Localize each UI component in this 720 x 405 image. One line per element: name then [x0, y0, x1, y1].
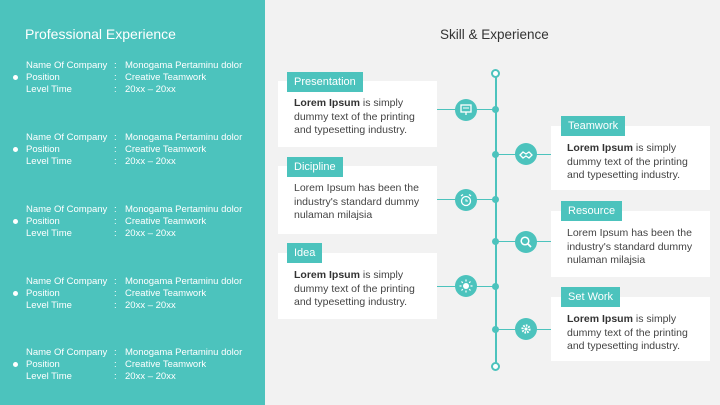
timeline-dot: [492, 106, 499, 113]
experience-entry: Name Of Company: Monogama Pertaminu dolor…: [13, 132, 263, 168]
separator: :: [114, 72, 117, 83]
company-label: Name Of Company: [26, 60, 108, 71]
separator: :: [114, 204, 117, 215]
company-label: Name Of Company: [26, 276, 108, 287]
bullet-icon: [13, 75, 18, 80]
company-value: Monogama Pertaminu dolor: [125, 204, 243, 215]
level-label: Level Time: [26, 84, 72, 95]
timeline-dot: [492, 238, 499, 245]
handshake-icon: [515, 143, 537, 165]
separator: :: [114, 228, 117, 239]
level-value: 20xx – 20xx: [125, 300, 176, 311]
tag-idea: Idea: [287, 243, 323, 263]
card-text: is simply dummy text of the printing and…: [294, 269, 415, 308]
bullet-icon: [13, 219, 18, 224]
timeline-line: [495, 74, 497, 366]
company-value: Monogama Pertaminu dolor: [125, 132, 243, 143]
company-label: Name Of Company: [26, 347, 108, 358]
level-label: Level Time: [26, 371, 72, 382]
position-label: Position: [26, 216, 60, 227]
level-value: 20xx – 20xx: [125, 371, 176, 382]
separator: :: [114, 132, 117, 143]
card-text: is simply dummy text of the printing and…: [294, 97, 415, 136]
position-value: Creative Teamwork: [125, 216, 207, 227]
panel-title: Professional Experience: [25, 26, 176, 42]
separator: :: [114, 156, 117, 167]
skill-card-resource: Lorem Ipsum has been the industry's stan…: [551, 211, 710, 277]
separator: :: [114, 371, 117, 382]
bullet-icon: [13, 362, 18, 367]
magnifier-icon: [515, 231, 537, 253]
company-value: Monogama Pertaminu dolor: [125, 60, 243, 71]
timeline-end-icon: [491, 362, 500, 371]
position-value: Creative Teamwork: [125, 359, 207, 370]
timeline-start-icon: [491, 69, 500, 78]
company-label: Name Of Company: [26, 132, 108, 143]
level-label: Level Time: [26, 300, 72, 311]
card-text: Lorem Ipsum has been the industry's stan…: [294, 182, 420, 221]
experience-entry: Name Of Company: Monogama Pertaminu dolor…: [13, 204, 263, 240]
tag-dicipline: Dicipline: [287, 157, 343, 177]
lightbulb-icon: [455, 275, 477, 297]
experience-entry: Name Of Company: Monogama Pertaminu dolor…: [13, 347, 263, 383]
bullet-icon: [13, 147, 18, 152]
position-value: Creative Teamwork: [125, 72, 207, 83]
position-label: Position: [26, 359, 60, 370]
experience-entry: Name Of Company: Monogama Pertaminu dolor…: [13, 276, 263, 312]
level-label: Level Time: [26, 228, 72, 239]
timeline-dot: [492, 196, 499, 203]
bullet-icon: [13, 291, 18, 296]
position-value: Creative Teamwork: [125, 144, 207, 155]
company-value: Monogama Pertaminu dolor: [125, 276, 243, 287]
skill-card-dicipline: Lorem Ipsum has been the industry's stan…: [278, 166, 437, 234]
separator: :: [114, 144, 117, 155]
card-bold-text: Lorem Ipsum: [567, 313, 633, 325]
tag-resource: Resource: [561, 201, 623, 221]
company-label: Name Of Company: [26, 204, 108, 215]
tag-set-work: Set Work: [561, 287, 621, 307]
separator: :: [114, 276, 117, 287]
separator: :: [114, 60, 117, 71]
separator: :: [114, 288, 117, 299]
card-bold-text: Lorem Ipsum: [294, 269, 360, 281]
timeline-dot: [492, 326, 499, 333]
tag-presentation: Presentation: [287, 72, 363, 92]
separator: :: [114, 300, 117, 311]
separator: :: [114, 216, 117, 227]
gear-icon: [515, 318, 537, 340]
card-text: Lorem Ipsum has been the industry's stan…: [567, 227, 693, 266]
tag-teamwork: Teamwork: [561, 116, 626, 136]
skill-card-set-work: Lorem Ipsum is simply dummy text of the …: [551, 297, 710, 361]
card-bold-text: Lorem Ipsum: [294, 97, 360, 109]
position-value: Creative Teamwork: [125, 288, 207, 299]
position-label: Position: [26, 288, 60, 299]
card-text: is simply dummy text of the printing and…: [567, 142, 688, 181]
skill-card-presentation: Lorem Ipsum is simply dummy text of the …: [278, 81, 437, 147]
skill-card-idea: Lorem Ipsum is simply dummy text of the …: [278, 253, 437, 319]
timeline-dot: [492, 151, 499, 158]
separator: :: [114, 347, 117, 358]
card-text: is simply dummy text of the printing and…: [567, 313, 688, 352]
card-bold-text: Lorem Ipsum: [567, 142, 633, 154]
section-title: Skill & Experience: [440, 27, 549, 42]
company-value: Monogama Pertaminu dolor: [125, 347, 243, 358]
separator: :: [114, 84, 117, 95]
alarm-clock-icon: [455, 189, 477, 211]
level-value: 20xx – 20xx: [125, 156, 176, 167]
presentation-board-icon: [455, 99, 477, 121]
experience-entry: Name Of Company: Monogama Pertaminu dolor…: [13, 60, 263, 96]
level-value: 20xx – 20xx: [125, 84, 176, 95]
timeline-dot: [492, 283, 499, 290]
skill-card-teamwork: Lorem Ipsum is simply dummy text of the …: [551, 126, 710, 190]
level-value: 20xx – 20xx: [125, 228, 176, 239]
separator: :: [114, 359, 117, 370]
experience-panel: Professional Experience Name Of Company:…: [0, 0, 265, 405]
position-label: Position: [26, 72, 60, 83]
position-label: Position: [26, 144, 60, 155]
level-label: Level Time: [26, 156, 72, 167]
